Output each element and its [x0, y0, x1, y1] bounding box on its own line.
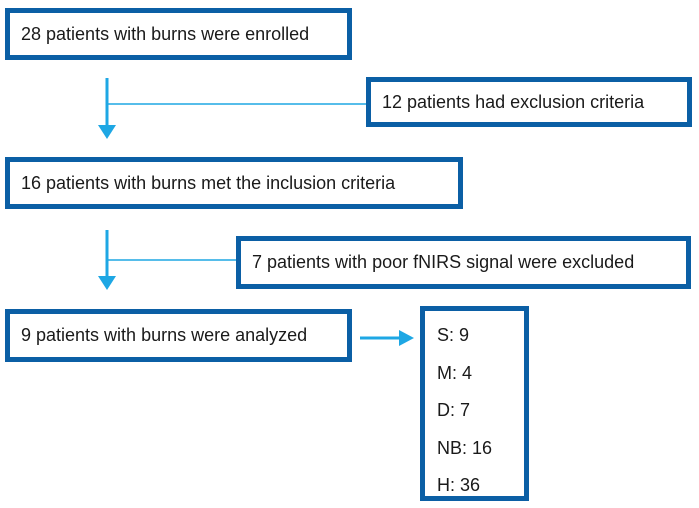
group-item-s: S: 9: [437, 325, 470, 345]
groups-box: S: 9 M: 4 D: 7 NB: 16 H: 36: [420, 306, 529, 501]
inclusion-criteria-box: 16 patients with burns met the inclusion…: [5, 157, 463, 209]
enrolled-box: 28 patients with burns were enrolled: [5, 8, 352, 60]
inclusion-criteria-text: 16 patients with burns met the inclusion…: [21, 172, 396, 193]
exclusion-criteria-text: 12 patients had exclusion criteria: [382, 91, 645, 112]
arrowhead-1: [98, 125, 116, 139]
arrowhead-3: [399, 330, 414, 346]
group-item-nb: NB: 16: [437, 437, 493, 458]
exclusion-criteria-box: 12 patients had exclusion criteria: [366, 77, 692, 127]
analyzed-text: 9 patients with burns were analyzed: [21, 325, 308, 345]
analyzed-box: 9 patients with burns were analyzed: [5, 309, 352, 362]
poor-signal-excluded-box: 7 patients with poor fNIRS signal were e…: [236, 236, 691, 289]
group-item-m: M: 4: [437, 362, 473, 383]
arrowhead-2: [98, 276, 116, 290]
group-item-d: D: 7: [437, 400, 471, 420]
group-item-h: H: 36: [437, 475, 481, 495]
poor-signal-excluded-text: 7 patients with poor fNIRS signal were e…: [252, 252, 635, 272]
enrolled-text: 28 patients with burns were enrolled: [21, 23, 310, 44]
